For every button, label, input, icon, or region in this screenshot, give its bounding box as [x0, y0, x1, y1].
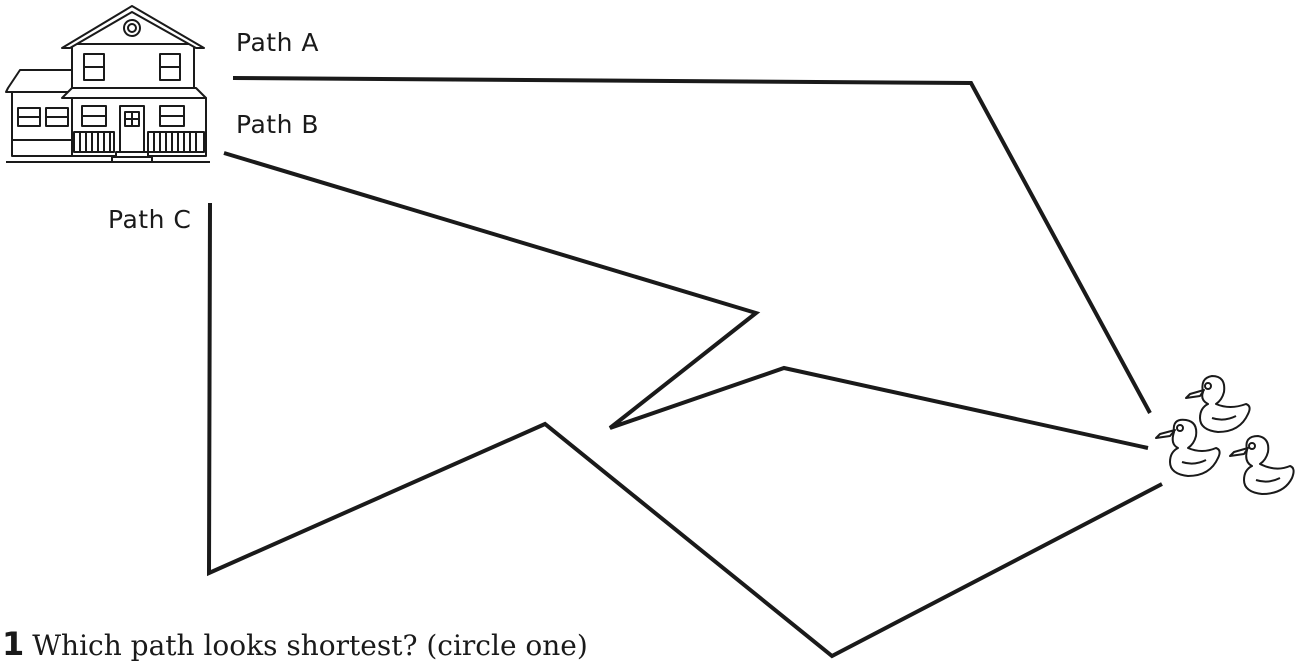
question-prompt: Which path looks shortest? (circle one)	[32, 629, 588, 662]
path-c-label: Path C	[108, 205, 191, 234]
house-icon	[6, 6, 210, 162]
path-b-line	[224, 153, 1148, 448]
duck-icon	[1156, 376, 1294, 494]
path-a-label: Path A	[236, 28, 319, 57]
path-b-label: Path B	[236, 110, 319, 139]
path-c-line	[209, 203, 1162, 656]
question-number: 1	[2, 625, 24, 663]
